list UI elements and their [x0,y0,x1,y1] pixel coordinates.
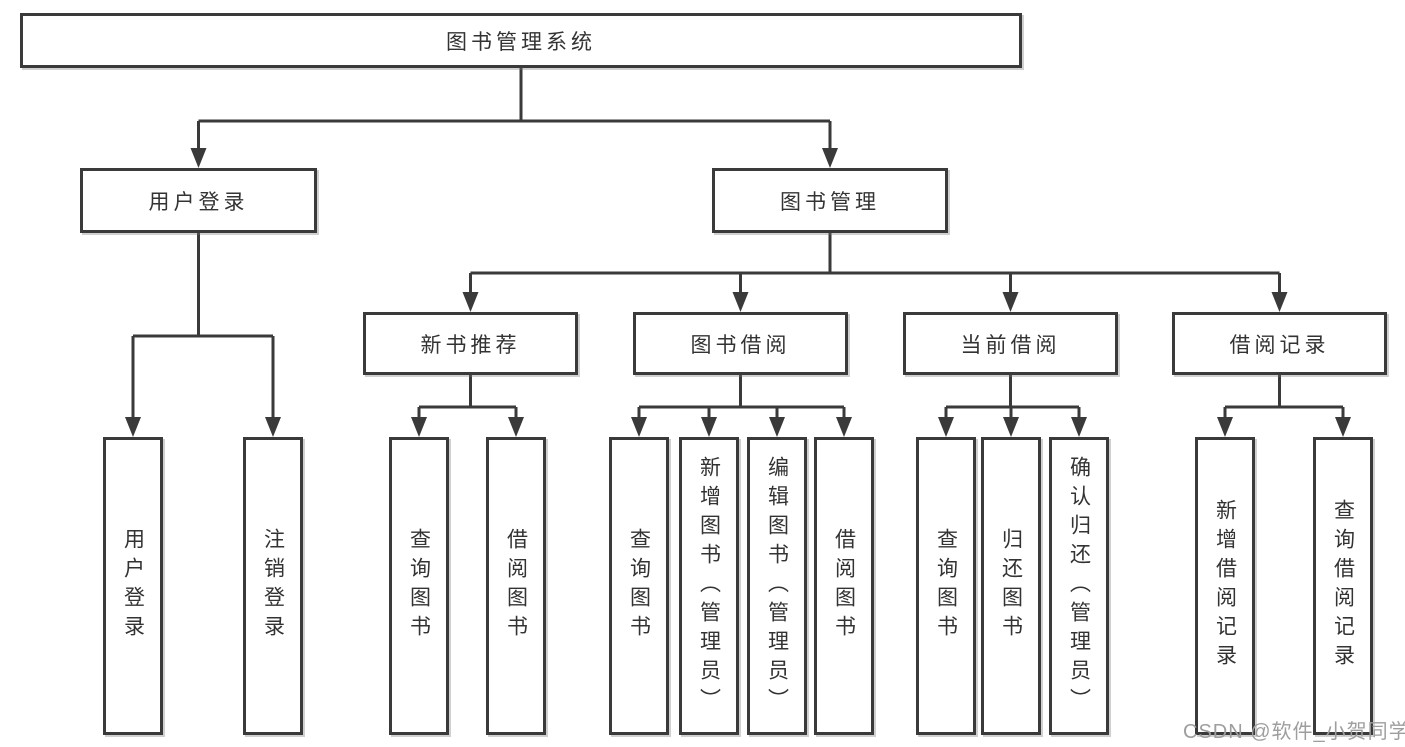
node-current-borrowing-label: 当前借阅 [960,333,1061,357]
leaf-borrowing-query-books: 查询图书 [609,437,669,735]
node-borrowing-records-label: 借阅记录 [1229,333,1330,357]
node-user-login: 用户登录 [80,168,317,233]
leaf-records-query-record-label: 查询借阅记录 [1331,499,1355,673]
watermark: CSDN @软件_小贺同学 [1183,721,1405,743]
node-book-borrowing-label: 图书借阅 [690,333,791,357]
node-root-label: 图书管理系统 [446,30,596,54]
leaf-borrowing-add-books-admin-label: 新增图书（管理员） [697,455,721,717]
leaf-borrowing-add-books-admin: 新增图书（管理员） [679,437,739,735]
node-root: 图书管理系统 [20,13,1022,68]
leaf-recommend-query-books-label: 查询图书 [407,528,431,644]
leaf-recommend-borrow-books-label: 借阅图书 [504,528,528,644]
leaf-borrowing-edit-books-admin-label: 编辑图书（管理员） [765,455,789,717]
node-new-book-recommend-label: 新书推荐 [420,333,521,357]
leaf-logout: 注销登录 [243,437,303,735]
node-new-book-recommend: 新书推荐 [363,312,578,375]
leaf-current-query-books: 查询图书 [916,437,976,735]
node-borrowing-records: 借阅记录 [1172,312,1387,375]
leaf-records-query-record: 查询借阅记录 [1313,437,1373,735]
leaf-records-add-record: 新增借阅记录 [1195,437,1255,735]
node-book-borrowing: 图书借阅 [633,312,848,375]
leaf-current-query-books-label: 查询图书 [934,528,958,644]
node-current-borrowing: 当前借阅 [903,312,1118,375]
node-book-management: 图书管理 [712,168,948,233]
leaf-user-login: 用户登录 [103,437,163,735]
leaf-borrowing-query-books-label: 查询图书 [627,528,651,644]
node-user-login-label: 用户登录 [148,190,249,214]
leaf-borrowing-borrow-books: 借阅图书 [814,437,874,735]
leaf-recommend-query-books: 查询图书 [389,437,449,735]
leaf-recommend-borrow-books: 借阅图书 [486,437,546,735]
leaf-records-add-record-label: 新增借阅记录 [1213,499,1237,673]
leaf-current-confirm-return-admin: 确认归还（管理员） [1049,437,1109,735]
arrowheads [125,148,1351,437]
connector-path [131,68,1345,425]
leaf-logout-label: 注销登录 [261,528,285,644]
leaf-user-login-label: 用户登录 [121,528,145,644]
leaf-borrowing-edit-books-admin: 编辑图书（管理员） [747,437,807,735]
leaf-borrowing-borrow-books-label: 借阅图书 [832,528,856,644]
leaf-current-confirm-return-admin-label: 确认归还（管理员） [1067,455,1091,717]
leaf-current-return-books-label: 归还图书 [999,528,1023,644]
leaf-current-return-books: 归还图书 [981,437,1041,735]
node-book-management-label: 图书管理 [780,190,880,214]
